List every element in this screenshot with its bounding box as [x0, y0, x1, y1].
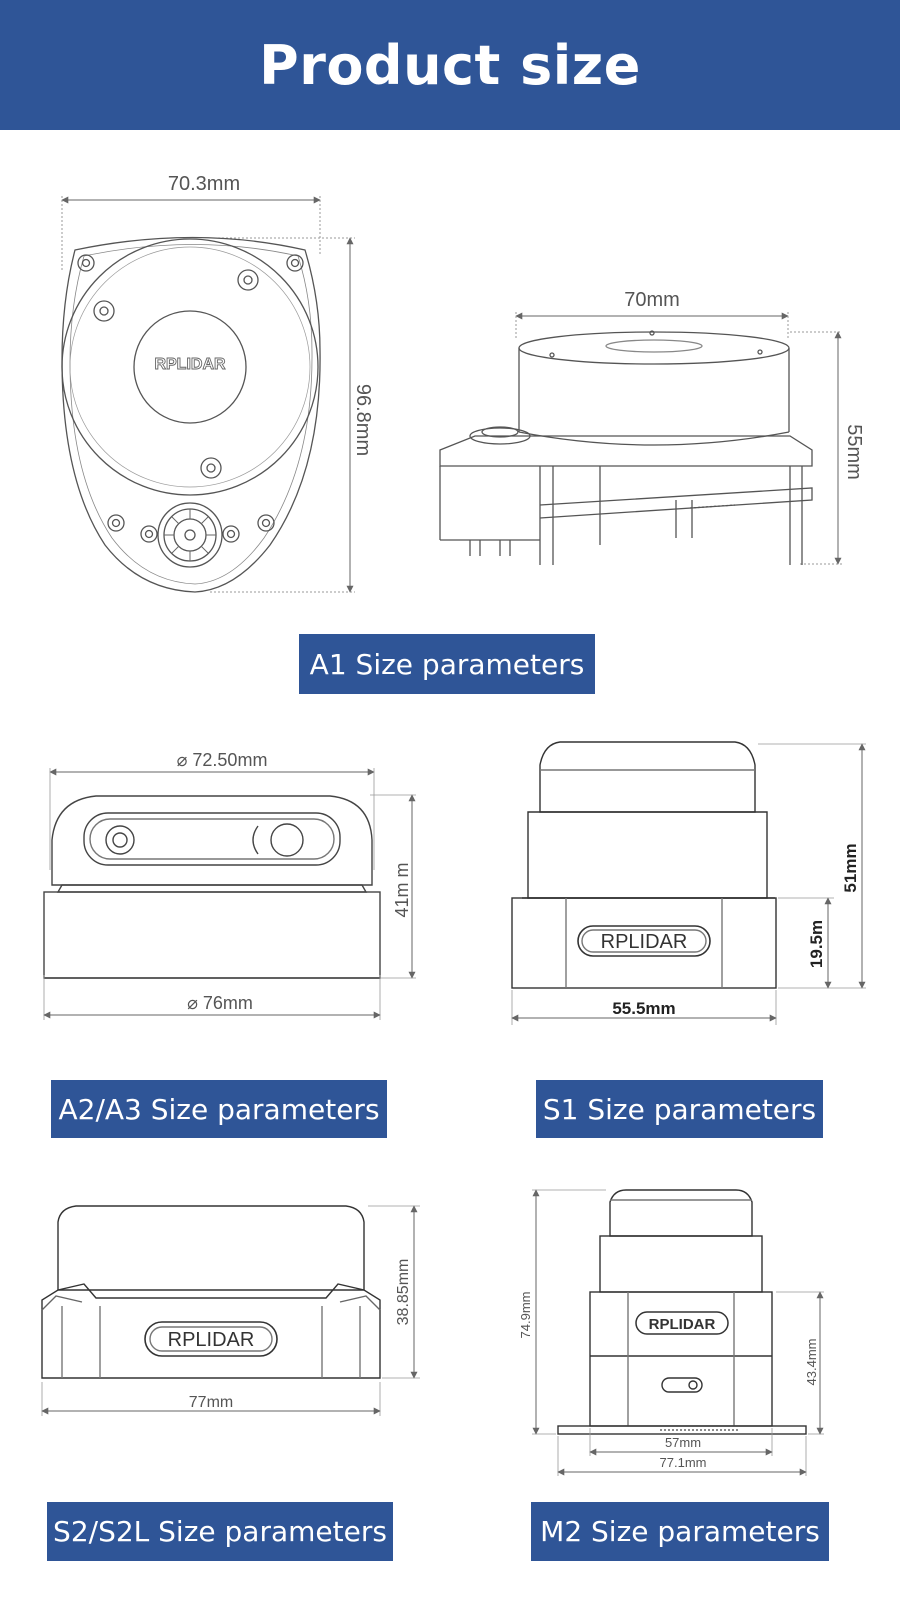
a1-side-width-label: 70mm: [624, 289, 680, 311]
m2-logo: RPLIDAR: [649, 1316, 716, 1333]
a1-caption-badge: A1 Size parameters: [299, 634, 595, 694]
s1-caption-badge: S1 Size parameters: [536, 1080, 823, 1138]
a2a3-bottom-diameter-label: ⌀ 76mm: [187, 993, 253, 1013]
m2-drawing: [532, 1189, 824, 1476]
a2a3-caption-badge: A2/A3 Size parameters: [51, 1080, 387, 1138]
s2-drawing: [41, 1205, 420, 1416]
page-header: Product size: [0, 0, 900, 130]
a2a3-height-label: 41m m: [392, 862, 412, 917]
s1-logo: RPLIDAR: [601, 931, 688, 953]
m2-width-inner-label: 57mm: [665, 1435, 701, 1450]
s2-width-label: 77mm: [189, 1394, 233, 1411]
a2a3-drawing: [43, 768, 416, 1020]
s2-logo: RPLIDAR: [168, 1329, 255, 1351]
m2-caption-badge: M2 Size parameters: [531, 1502, 829, 1561]
a1-top-view: [61, 196, 355, 593]
a1-top-height-label: 96.8mm: [352, 384, 374, 456]
m2-height-label: 74.9mm: [518, 1292, 533, 1339]
a1-top-logo: RPLIDAR: [154, 356, 226, 373]
s1-drawing: [511, 741, 866, 1025]
s1-height-label: 51mm: [841, 843, 860, 892]
a2a3-top-diameter-label: ⌀ 72.50mm: [177, 750, 268, 770]
a1-side-view: [439, 312, 842, 565]
a1-side-height-label: 55mm: [843, 424, 865, 480]
m2-base-height-label: 43.4mm: [804, 1339, 819, 1386]
s1-base-height-label: 19.5m: [807, 920, 826, 968]
s2-height-label: 38.85mm: [395, 1259, 412, 1326]
page-title: Product size: [259, 33, 641, 97]
m2-width-outer-label: 77.1mm: [660, 1455, 707, 1470]
s1-width-label: 55.5mm: [612, 999, 675, 1018]
s2-caption-badge: S2/S2L Size parameters: [47, 1502, 393, 1561]
a1-top-width-label: 70.3mm: [168, 173, 240, 195]
